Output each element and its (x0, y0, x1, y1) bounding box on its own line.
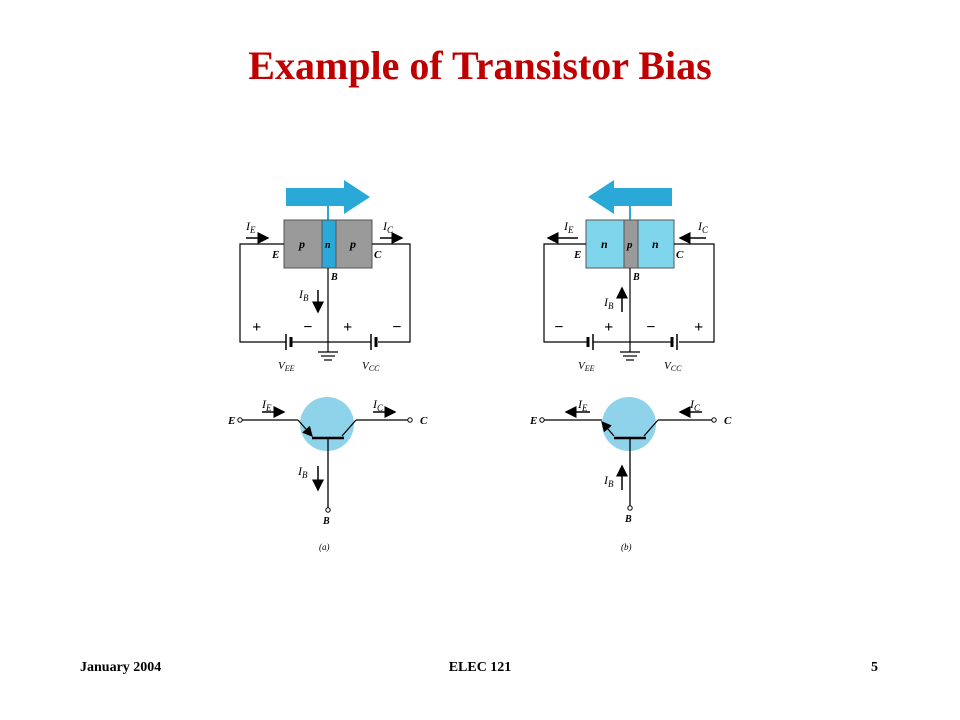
panel-a-ie-label: IE (245, 219, 270, 244)
panel-b-npn-symbol (539, 397, 717, 511)
panel-b-npn: n p n E C B IE IC IB (529, 180, 732, 552)
panel-b-vcc-label: VCC (664, 360, 682, 373)
svg-text:IB: IB (297, 464, 308, 480)
panel-b-vee-minus: − (554, 319, 564, 336)
panel-a-term-e: E (271, 249, 279, 261)
panel-b-vcc-minus: − (646, 319, 656, 336)
panel-a-pnp-symbol (237, 397, 413, 513)
panel-a-flow-arrow (286, 180, 370, 220)
panel-b-term-c: C (676, 249, 684, 261)
panel-a-sym-ie: IE (261, 397, 286, 418)
svg-text:IB: IB (603, 295, 614, 311)
svg-text:IE: IE (261, 397, 272, 413)
panel-a-term-c: C (374, 249, 382, 261)
panel-b-circuit-wires (543, 243, 715, 361)
panel-b-sym-c: C (724, 415, 732, 427)
panel-a-ic-label: IC (380, 219, 404, 244)
svg-text:IE: IE (245, 219, 256, 235)
panel-a-semiconductor: p n p (283, 219, 373, 269)
panel-a-ib-label: IB (298, 287, 324, 314)
panel-b-sym-ic: IC (678, 397, 702, 418)
panel-b-region-emitter: n (601, 237, 608, 251)
slide-title: Example of Transistor Bias (248, 43, 712, 88)
panel-b-sym-ie: IE (564, 397, 590, 418)
svg-text:IC: IC (382, 219, 394, 235)
panel-a-vee-plus: + (252, 319, 261, 336)
footer-course: ELEC 121 (448, 660, 512, 675)
footer-page-number: 5 (871, 660, 878, 675)
panel-a-vcc-minus: − (392, 319, 402, 336)
panel-a-region-emitter: p (298, 237, 305, 251)
panel-b-semiconductor: n p n (585, 219, 675, 269)
panel-b-term-b: B (632, 272, 640, 283)
svg-text:IC: IC (372, 397, 384, 413)
svg-text:IB: IB (603, 473, 614, 489)
panel-b-term-e: E (573, 249, 581, 261)
panel-a-sym-ib: IB (297, 464, 324, 492)
panel-b-ie-label: IE (546, 219, 578, 244)
panel-a-sym-e: E (227, 415, 235, 427)
panel-b-caption: (b) (621, 542, 632, 552)
svg-text:IC: IC (689, 397, 701, 413)
panel-a-circuit-wires (239, 243, 411, 361)
svg-text:IE: IE (577, 397, 588, 413)
panel-b-region-base: p (626, 239, 633, 251)
panel-b-region-collector: n (652, 237, 659, 251)
footer-date: January 2004 (80, 660, 162, 675)
panel-b-sym-b: B (624, 514, 632, 525)
panel-a-sym-c: C (420, 415, 428, 427)
panel-b-ic-label: IC (678, 219, 709, 244)
panel-a-region-collector: p (349, 237, 356, 251)
svg-text:IE: IE (563, 219, 574, 235)
panel-a-pnp: p n p E C B IE IC (227, 180, 428, 552)
panel-a-caption: (a) (319, 542, 330, 552)
panel-b-vee-label: VEE (578, 360, 595, 373)
panel-b-ib-label: IB (603, 286, 628, 312)
panel-b-flow-arrow (588, 180, 672, 220)
panel-a-vcc-label: VCC (362, 360, 380, 373)
panel-a-term-b: B (330, 272, 338, 283)
panel-a-vcc-plus: + (343, 319, 352, 336)
panel-b-vcc-plus: + (694, 319, 703, 336)
panel-a-region-base: n (325, 240, 331, 251)
panel-b-sym-e: E (529, 415, 537, 427)
panel-a-vee-minus: − (303, 319, 313, 336)
svg-text:IB: IB (298, 287, 309, 303)
panel-b-vee-plus: + (604, 319, 613, 336)
svg-text:IC: IC (697, 219, 709, 235)
panel-a-sym-b: B (322, 516, 330, 527)
panel-a-vee-label: VEE (278, 360, 295, 373)
panel-a-sym-ic: IC (372, 397, 397, 418)
panel-b-sym-ib: IB (603, 464, 628, 490)
